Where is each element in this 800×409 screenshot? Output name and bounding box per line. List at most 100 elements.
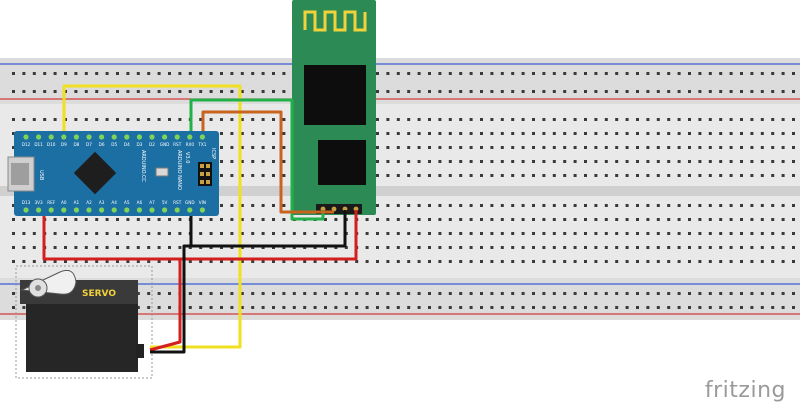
- breadboard-hole: [532, 146, 535, 149]
- breadboard-hole: [563, 306, 567, 309]
- breadboard-hole: [604, 72, 608, 75]
- breadboard-hole: [199, 292, 203, 295]
- breadboard-hole: [438, 232, 442, 235]
- breadboard-hole: [376, 232, 379, 235]
- arduino-pin-label: A2: [86, 200, 92, 205]
- breadboard-hole: [542, 118, 546, 121]
- breadboard-hole: [708, 246, 712, 249]
- breadboard-hole: [84, 90, 88, 93]
- breadboard-hole: [43, 260, 47, 263]
- breadboard-hole: [760, 146, 764, 149]
- breadboard-hole: [168, 72, 171, 75]
- breadboard-hole: [563, 292, 567, 295]
- breadboard-hole: [677, 72, 681, 75]
- breadboard-hole: [407, 306, 411, 309]
- breadboard-hole: [667, 218, 671, 221]
- breadboard-hole: [386, 132, 390, 135]
- breadboard-hole: [480, 118, 483, 121]
- breadboard-hole: [677, 232, 681, 235]
- arduino-pin: [162, 134, 168, 140]
- breadboard-hole: [396, 174, 400, 177]
- breadboard-hole: [636, 260, 639, 263]
- breadboard-hole: [615, 72, 619, 75]
- breadboard-hole: [272, 132, 275, 135]
- breadboard-hole: [220, 204, 223, 207]
- breadboard-hole: [480, 218, 483, 221]
- breadboard-hole: [251, 204, 255, 207]
- breadboard-hole: [12, 204, 15, 207]
- breadboard-hole: [220, 132, 223, 135]
- breadboard-hole: [105, 232, 109, 235]
- breadboard-hole: [428, 232, 431, 235]
- breadboard-hole: [511, 232, 515, 235]
- breadboard-hole: [604, 260, 608, 263]
- breadboard-hole: [282, 90, 286, 93]
- breadboard-hole: [521, 306, 525, 309]
- breadboard-hole: [760, 132, 764, 135]
- breadboard-hole: [500, 306, 504, 309]
- breadboard-hole: [781, 246, 785, 249]
- breadboard-hole: [438, 174, 442, 177]
- breadboard-hole: [563, 174, 567, 177]
- breadboard-hole: [376, 306, 379, 309]
- breadboard-hole: [698, 118, 702, 121]
- breadboard-hole: [448, 204, 452, 207]
- breadboard-hole: [480, 132, 483, 135]
- arduino-pin: [187, 207, 193, 213]
- breadboard-hole: [396, 146, 400, 149]
- breadboard-hole: [781, 146, 785, 149]
- breadboard-hole: [636, 174, 639, 177]
- breadboard-hole: [459, 218, 463, 221]
- breadboard-hole: [303, 306, 307, 309]
- breadboard-hole: [365, 260, 369, 263]
- breadboard-hole: [365, 218, 369, 221]
- servo-motor: SERVO: [15, 265, 153, 379]
- breadboard-hole: [448, 232, 452, 235]
- breadboard-hole: [428, 160, 431, 163]
- arduino-pin-label: D3: [136, 142, 142, 147]
- breadboard-hole: [604, 90, 608, 93]
- breadboard-hole: [573, 132, 577, 135]
- breadboard-hole: [43, 90, 47, 93]
- breadboard-hole: [407, 232, 411, 235]
- breadboard-hole: [324, 306, 327, 309]
- breadboard-hole: [272, 90, 275, 93]
- breadboard-hole: [261, 146, 265, 149]
- breadboard-hole: [688, 132, 691, 135]
- breadboard-hole: [750, 72, 754, 75]
- breadboard-hole: [740, 72, 743, 75]
- breadboard-hole: [594, 72, 598, 75]
- breadboard-hole: [719, 292, 723, 295]
- breadboard-hole: [386, 218, 390, 221]
- breadboard-hole: [272, 218, 275, 221]
- breadboard-hole: [230, 260, 234, 263]
- breadboard-hole: [781, 232, 785, 235]
- breadboard-hole: [313, 292, 317, 295]
- breadboard-hole: [636, 72, 639, 75]
- breadboard-hole: [355, 306, 359, 309]
- breadboard-hole: [729, 118, 733, 121]
- breadboard-hole: [407, 174, 411, 177]
- breadboard-hole: [386, 260, 390, 263]
- breadboard-hole: [272, 306, 275, 309]
- breadboard-hole: [563, 118, 567, 121]
- breadboard-hole: [636, 132, 639, 135]
- breadboard-hole: [251, 260, 255, 263]
- breadboard-hole: [542, 232, 546, 235]
- breadboard-center-channel: [0, 186, 800, 196]
- breadboard-hole: [396, 306, 400, 309]
- breadboard-hole: [740, 174, 743, 177]
- breadboard-hole: [615, 232, 619, 235]
- breadboard-hole: [698, 174, 702, 177]
- breadboard-hole: [251, 218, 255, 221]
- arduino-pin-label: TX1: [197, 142, 206, 147]
- breadboard-hole: [646, 160, 650, 163]
- breadboard-hole: [376, 72, 379, 75]
- breadboard-hole: [490, 232, 494, 235]
- breadboard-hole: [698, 132, 702, 135]
- breadboard-hole: [511, 146, 515, 149]
- breadboard-hole: [74, 90, 78, 93]
- breadboard-hole: [656, 306, 660, 309]
- breadboard-hole: [438, 146, 442, 149]
